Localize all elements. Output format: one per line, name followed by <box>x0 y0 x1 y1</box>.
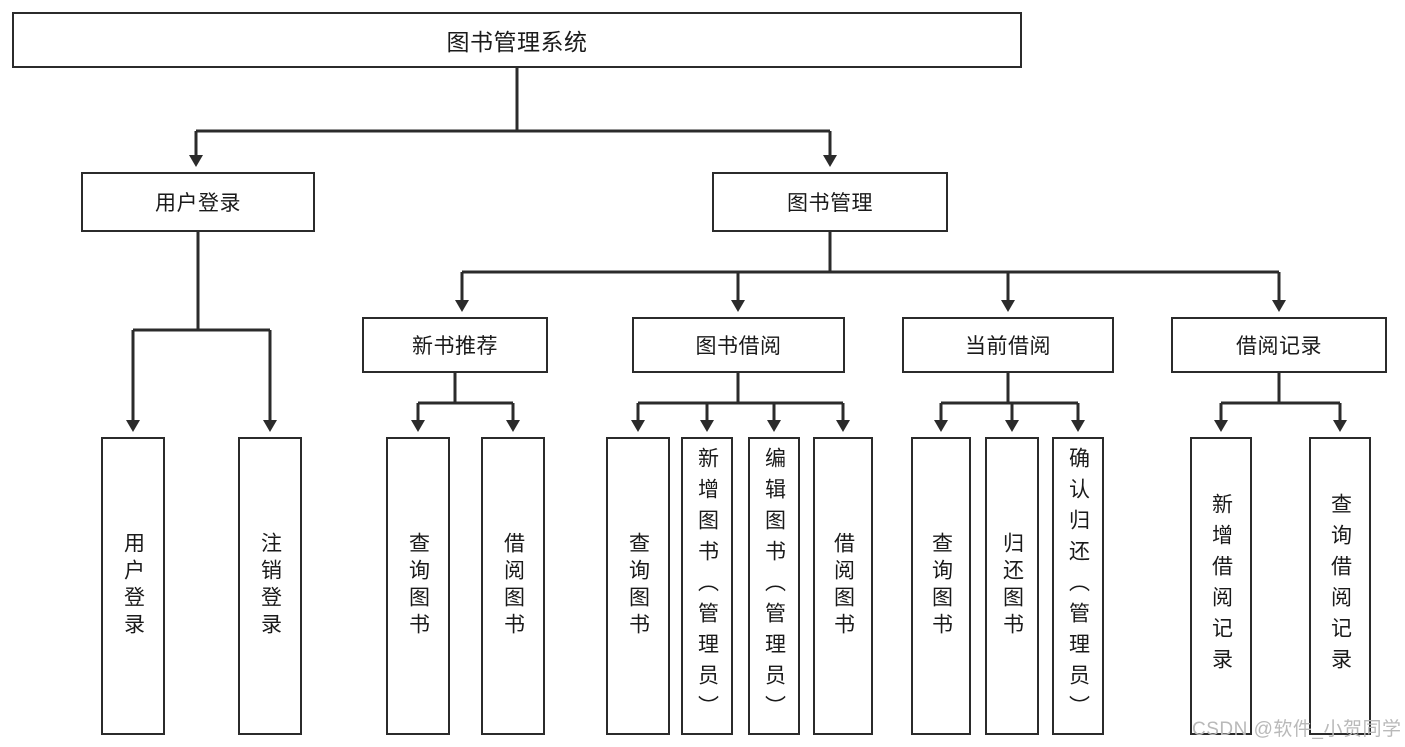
leaf-query-book-current[interactable]: 查询图书 <box>911 437 971 735</box>
leaf-label: 查询图书 <box>406 532 430 640</box>
leaf-confirm-return-admin[interactable]: 确认归还（管理员） <box>1052 437 1104 735</box>
csdn-watermark: CSDN @软件_小贺同学 <box>1192 719 1402 740</box>
node-book-management[interactable]: 图书管理 <box>712 172 948 232</box>
leaf-label: 确认归还（管理员） <box>1066 446 1090 726</box>
leaf-add-borrow-record[interactable]: 新增借阅记录 <box>1190 437 1252 735</box>
leaf-label: 借阅图书 <box>501 532 525 640</box>
leaf-label: 归还图书 <box>1000 532 1024 640</box>
leaf-logout[interactable]: 注销登录 <box>238 437 302 735</box>
leaf-borrow-book-new[interactable]: 借阅图书 <box>481 437 545 735</box>
leaf-label: 注销登录 <box>258 532 282 640</box>
node-root[interactable]: 图书管理系统 <box>12 12 1022 68</box>
leaf-label: 新增图书（管理员） <box>695 446 719 726</box>
leaf-query-book-new[interactable]: 查询图书 <box>386 437 450 735</box>
leaf-return-book[interactable]: 归还图书 <box>985 437 1039 735</box>
leaf-label: 用户登录 <box>121 532 145 640</box>
leaf-query-borrow-record[interactable]: 查询借阅记录 <box>1309 437 1371 735</box>
node-current-borrow[interactable]: 当前借阅 <box>902 317 1114 373</box>
node-borrow-records[interactable]: 借阅记录 <box>1171 317 1387 373</box>
leaf-borrow-book[interactable]: 借阅图书 <box>813 437 873 735</box>
leaf-label: 查询图书 <box>626 532 650 640</box>
node-user-login[interactable]: 用户登录 <box>81 172 315 232</box>
leaf-query-book-borrow[interactable]: 查询图书 <box>606 437 670 735</box>
leaf-label: 查询图书 <box>929 532 953 640</box>
node-new-book-recommend[interactable]: 新书推荐 <box>362 317 548 373</box>
leaf-label: 借阅图书 <box>831 532 855 640</box>
leaf-label: 查询借阅记录 <box>1328 493 1352 679</box>
leaf-label: 新增借阅记录 <box>1209 493 1233 679</box>
leaf-label: 编辑图书（管理员） <box>762 446 786 726</box>
leaf-edit-book-admin[interactable]: 编辑图书（管理员） <box>748 437 800 735</box>
leaf-add-book-admin[interactable]: 新增图书（管理员） <box>681 437 733 735</box>
leaf-user-login[interactable]: 用户登录 <box>101 437 165 735</box>
node-book-borrow[interactable]: 图书借阅 <box>632 317 845 373</box>
